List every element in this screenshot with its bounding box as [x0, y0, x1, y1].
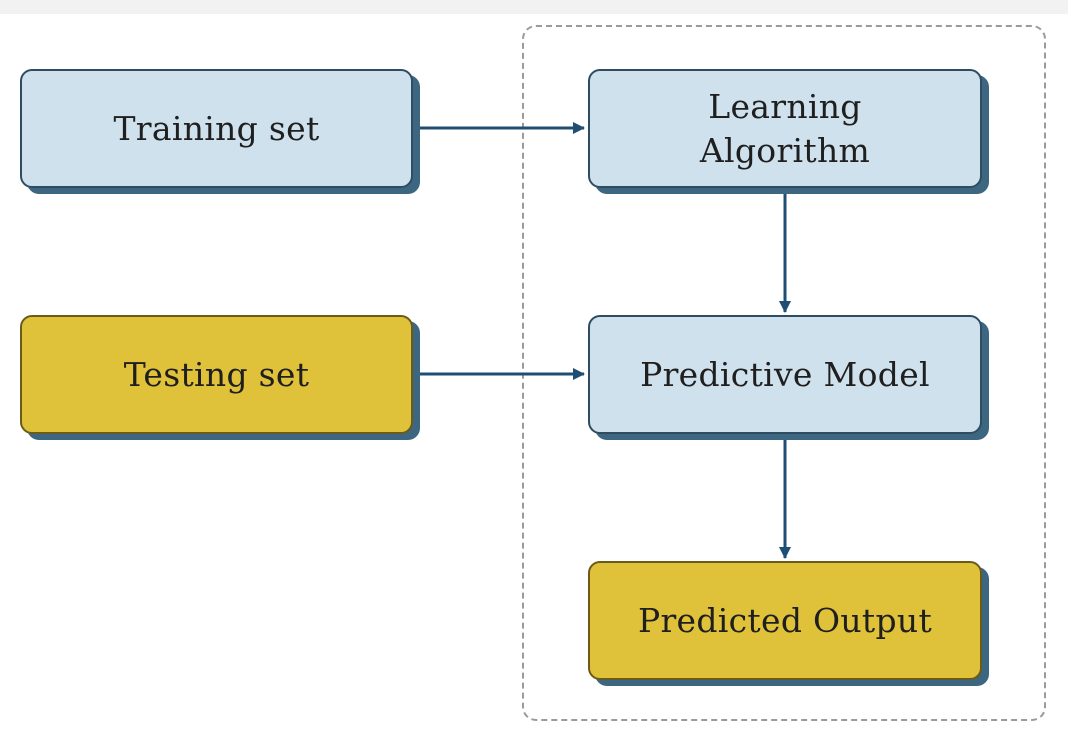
predictive-model-node: Predictive Model [588, 315, 982, 434]
predicted-output-label: Predicted Output [637, 600, 933, 640]
learning-algorithm-label: Learning Algorithm [699, 86, 871, 170]
testing-set-node: Testing set [20, 315, 413, 434]
learning-algorithm-node: Learning Algorithm [588, 69, 982, 188]
training-set-label: Training set [113, 108, 320, 148]
training-set-node: Training set [20, 69, 413, 188]
predictive-model-label: Predictive Model [640, 354, 930, 394]
top-band [0, 0, 1068, 14]
testing-set-label: Testing set [123, 354, 310, 394]
predicted-output-node: Predicted Output [588, 561, 982, 680]
